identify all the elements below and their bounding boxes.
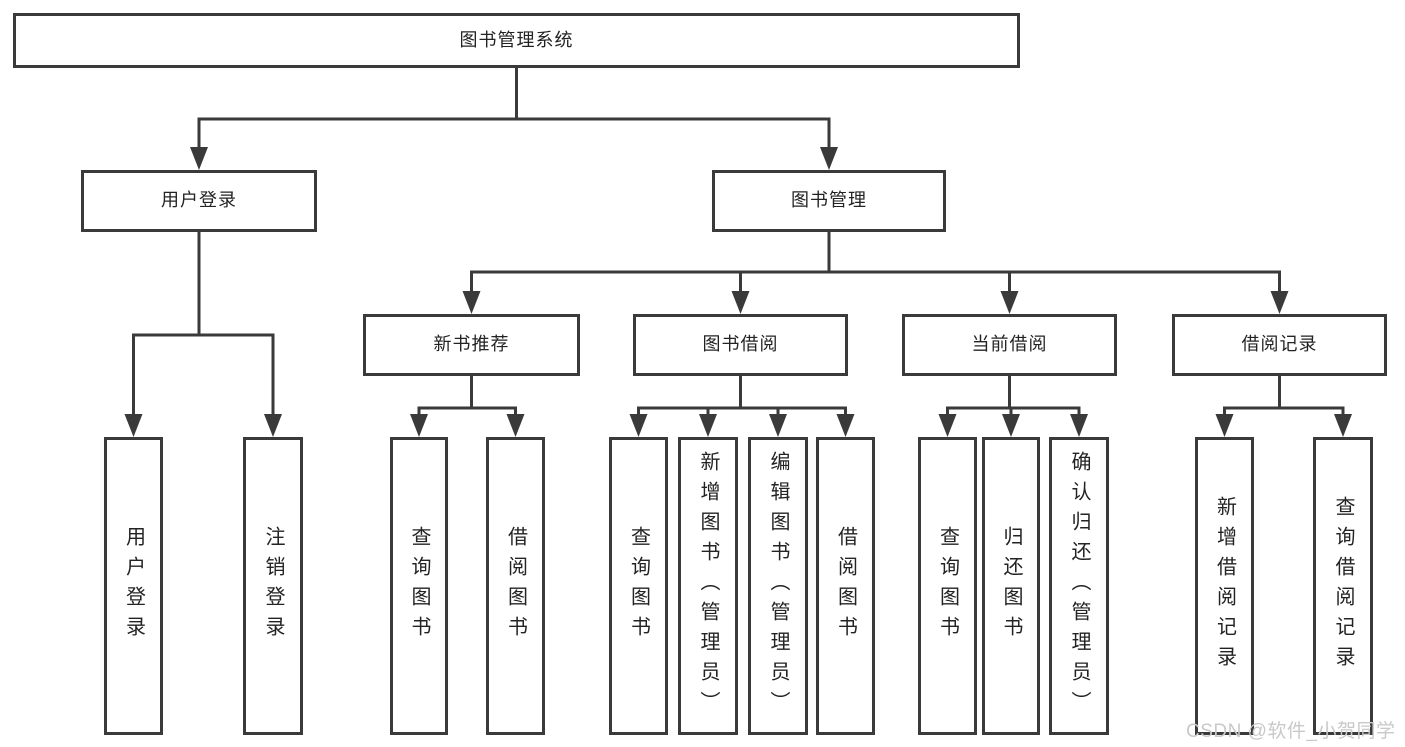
node-label: 查询图书 (408, 526, 430, 646)
arrowhead-down-icon (938, 414, 957, 437)
node-label: 查询图书 (627, 526, 650, 646)
arrowhead-down-icon (124, 414, 143, 437)
node-label: 编辑图书（管理员） (767, 451, 789, 721)
node-label: 用户登录 (161, 190, 237, 211)
arrowhead-down-icon (410, 414, 428, 437)
arrowhead-down-icon (1215, 414, 1234, 437)
node-book-borrowing: 图书借阅 (633, 314, 848, 376)
node-label: 图书借阅 (702, 334, 779, 355)
node-label: 确认归还（管理员） (1068, 451, 1090, 721)
node-label: 图书管理 (791, 190, 867, 211)
arrowhead-down-icon (731, 291, 750, 314)
node-new-book-recommend: 新书推荐 (363, 314, 580, 376)
arrowhead-down-icon (836, 414, 855, 437)
node-return-book: 归还图书 (982, 437, 1040, 735)
arrowhead-down-icon (699, 414, 717, 437)
node-query-borrow-record: 查询借阅记录 (1313, 437, 1373, 735)
node-borrow-books: 借阅图书 (816, 437, 875, 735)
node-add-book-admin: 新增图书（管理员） (678, 437, 738, 735)
arrowhead-down-icon (462, 291, 481, 314)
arrowhead-down-icon (629, 414, 648, 437)
node-label: 借阅记录 (1241, 334, 1318, 355)
node-borrow-books-rec: 借阅图书 (486, 437, 545, 735)
node-root: 图书管理系统 (13, 13, 1020, 68)
node-borrowing-records: 借阅记录 (1172, 314, 1387, 376)
arrowhead-down-icon (1070, 414, 1088, 437)
arrowhead-down-icon (1270, 291, 1289, 314)
node-label: 新书推荐 (433, 334, 510, 355)
node-label: 借阅图书 (504, 526, 527, 646)
node-query-books-rec: 查询图书 (390, 437, 448, 735)
arrowhead-down-icon (1000, 291, 1019, 314)
node-user-login: 用户登录 (104, 437, 163, 735)
node-label: 当前借阅 (971, 334, 1048, 355)
node-query-books-borrow: 查询图书 (609, 437, 668, 735)
node-label: 用户登录 (122, 526, 145, 646)
csdn-watermark: CSDN @软件_小贺同学 (1186, 721, 1396, 742)
node-label: 查询图书 (936, 526, 959, 646)
arrowhead-down-icon (1002, 414, 1020, 437)
node-current-borrowing: 当前借阅 (902, 314, 1117, 376)
arrowhead-down-icon (1334, 414, 1352, 437)
node-edit-book-admin: 编辑图书（管理员） (748, 437, 808, 735)
node-user-login-group: 用户登录 (81, 170, 317, 232)
node-label: 注销登录 (262, 526, 284, 646)
arrowhead-down-icon (264, 414, 282, 437)
node-label: 新增图书（管理员） (697, 451, 719, 721)
node-label: 归还图书 (1000, 526, 1022, 646)
node-logout: 注销登录 (243, 437, 303, 735)
node-add-borrow-record: 新增借阅记录 (1195, 437, 1254, 735)
arrowhead-down-icon (190, 147, 208, 170)
arrowhead-down-icon (769, 414, 787, 437)
arrowhead-down-icon (506, 414, 525, 437)
node-label: 图书管理系统 (459, 29, 574, 50)
node-label: 新增借阅记录 (1213, 496, 1236, 676)
node-label: 借阅图书 (834, 526, 857, 646)
node-confirm-return-admin: 确认归还（管理员） (1049, 437, 1109, 735)
node-book-management: 图书管理 (712, 170, 946, 232)
arrowhead-down-icon (820, 147, 838, 170)
node-query-books-current: 查询图书 (918, 437, 977, 735)
node-label: 查询借阅记录 (1332, 496, 1354, 676)
